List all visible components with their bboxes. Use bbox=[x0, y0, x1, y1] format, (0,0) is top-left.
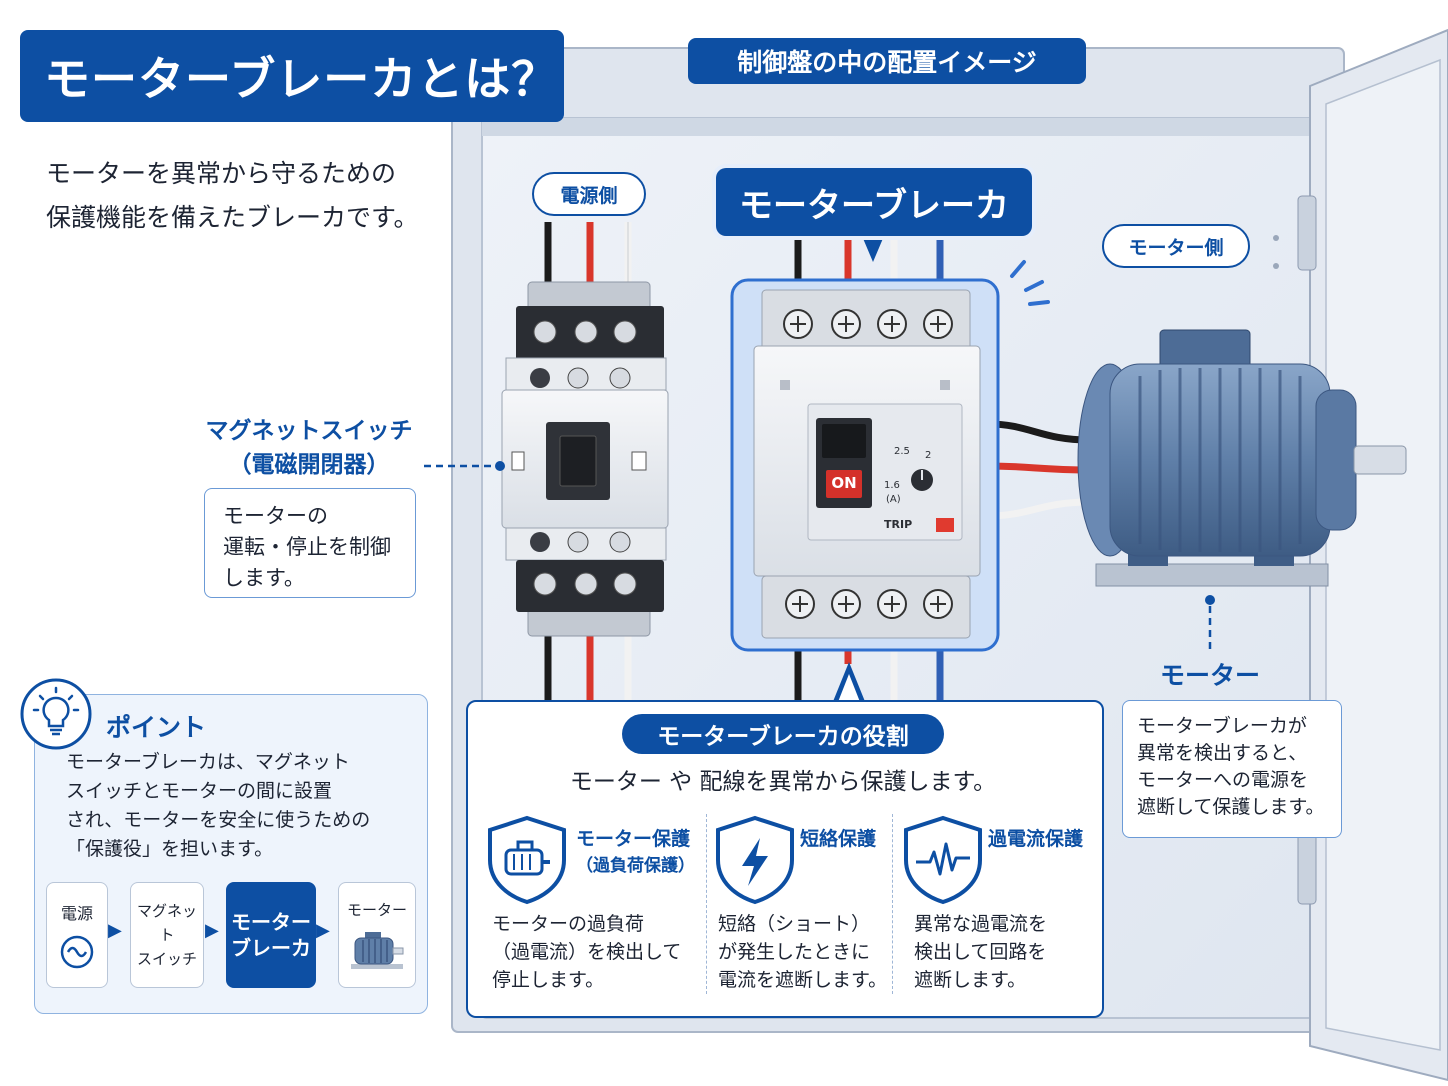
feature-divider bbox=[892, 814, 893, 994]
motor-icon bbox=[351, 931, 404, 969]
motor-breaker bbox=[730, 260, 1050, 652]
point-heading: ポイント bbox=[106, 713, 207, 742]
feature-title-line: 過電流保護 bbox=[988, 828, 1084, 850]
lightbulb-icon bbox=[20, 678, 92, 750]
note-line: モーターへの電源を bbox=[1137, 769, 1309, 791]
feature-desc-line: 検出して回路を bbox=[914, 941, 1047, 963]
flow-step-source: 電源 bbox=[46, 882, 108, 988]
point-text: モーターブレーカは、マグネット スイッチとモーターの間に設置 され、モーターを安… bbox=[66, 748, 416, 864]
feature-description: 短絡（ショート） が発生したときに 電流を遮断します。 bbox=[718, 910, 888, 994]
page-title: モーターブレーカとは？ bbox=[20, 30, 564, 122]
ac-source-icon bbox=[60, 935, 94, 969]
breaker-scale-label: 2 bbox=[925, 450, 932, 461]
note-line: します。 bbox=[223, 566, 305, 590]
breaker-scale-label: 1.6 bbox=[884, 480, 900, 491]
feature-desc-line: が発生したときに bbox=[718, 941, 871, 963]
flow-step-label: モーター bbox=[231, 910, 311, 934]
magnet-switch-note: モーターの 運転・停止を制御 します。 bbox=[204, 488, 416, 598]
lightning-shield-icon bbox=[716, 815, 794, 905]
feature-desc-line: モーターの過負荷 bbox=[492, 913, 645, 935]
flow-arrow-icon: ▶ bbox=[108, 920, 122, 941]
breaker-label: モーターブレーカ bbox=[716, 168, 1032, 236]
breaker-label-pointer bbox=[862, 236, 884, 262]
panel-tag: 制御盤の中の配置イメージ bbox=[688, 38, 1086, 84]
feature-description: モーターの過負荷 （過電流）を検出して 停止します。 bbox=[492, 910, 702, 994]
feature-divider bbox=[706, 814, 707, 994]
note-line: モーターの bbox=[223, 504, 328, 528]
flow-arrow-icon: ▶ bbox=[316, 920, 330, 941]
point-line: モーターブレーカは、マグネット bbox=[66, 751, 350, 773]
feature-description: 異常な過電流を 検出して回路を 遮断します。 bbox=[914, 910, 1084, 994]
breaker-on-label: ON bbox=[831, 474, 857, 492]
feature-title-line: 短絡保護 bbox=[800, 828, 877, 850]
magnet-switch-name: マグネットスイッチ （電磁開閉器） bbox=[196, 414, 422, 482]
lead-text: モーターを異常から守るための 保護機能を備えたブレーカです。 bbox=[46, 152, 466, 240]
magnet-switch-subtitle: （電磁開閉器） bbox=[228, 452, 390, 478]
point-line: スイッチとモーターの間に設置 bbox=[66, 780, 333, 802]
feature-desc-line: 遮断します。 bbox=[914, 969, 1027, 991]
breaker-scale-label: 2.5 bbox=[894, 446, 910, 457]
flow-step-motor-breaker: モーター ブレーカ bbox=[226, 882, 316, 988]
role-subtitle: モーター や 配線を異常から保護します。 bbox=[569, 769, 997, 795]
point-line: され、モーターを安全に使うための bbox=[66, 809, 371, 831]
flow-step-motor: モーター bbox=[338, 882, 416, 988]
feature-desc-line: 停止します。 bbox=[492, 969, 605, 991]
note-line: 異常を検出すると、 bbox=[1137, 742, 1308, 764]
magnet-switch-leader bbox=[424, 461, 505, 471]
lead-line: 保護機能を備えたブレーカです。 bbox=[46, 203, 419, 232]
magnet-switch-title: マグネットスイッチ bbox=[205, 418, 413, 444]
lead-line: モーターを異常から守るための bbox=[46, 159, 397, 188]
flow-step-magnet-switch: マグネット スイッチ bbox=[130, 882, 204, 988]
feature-title-line: （過負荷保護） bbox=[576, 856, 695, 876]
breaker-scale-label: (A) bbox=[886, 494, 901, 505]
flow-step-label: 電源 bbox=[60, 904, 93, 923]
feature-desc-line: 電流を遮断します。 bbox=[718, 969, 888, 991]
feature-title: モーター保護 （過負荷保護） bbox=[576, 826, 702, 880]
flow-step-label: モーター bbox=[346, 900, 407, 919]
note-line: モーターブレーカが bbox=[1137, 715, 1307, 737]
motor-shield-icon bbox=[488, 815, 566, 905]
pulse-shield-icon bbox=[904, 815, 982, 905]
motor-leader bbox=[1205, 595, 1215, 650]
note-line: 遮断して保護します。 bbox=[1137, 796, 1325, 818]
motor-illustration bbox=[1077, 329, 1407, 587]
motor-side-label: モーター側 bbox=[1102, 224, 1250, 268]
note-line: 運転・停止を制御 bbox=[223, 535, 391, 559]
feature-title: 過電流保護 bbox=[988, 826, 1096, 853]
motor-note: モーターブレーカが 異常を検出すると、 モーターへの電源を 遮断して保護します。 bbox=[1122, 700, 1342, 838]
flow-step-label: ブレーカ bbox=[231, 936, 311, 960]
feature-desc-line: 短絡（ショート） bbox=[718, 913, 871, 935]
feature-desc-line: （過電流）を検出して bbox=[492, 941, 682, 963]
role-heading: モーターブレーカの役割 bbox=[622, 714, 944, 754]
source-side-label: 電源側 bbox=[532, 172, 646, 216]
flow-step-label: マグネット bbox=[136, 902, 197, 944]
feature-desc-line: 異常な過電流を bbox=[914, 913, 1048, 935]
feature-title-line: モーター保護 bbox=[576, 828, 691, 850]
motor-name: モーター bbox=[1159, 661, 1260, 690]
breaker-trip-label: TRIP bbox=[884, 518, 913, 531]
point-line: 「保護役」を担います。 bbox=[66, 838, 274, 860]
feature-title: 短絡保護 bbox=[800, 826, 890, 853]
flow-arrow-icon: ▶ bbox=[205, 920, 219, 941]
magnet-switch bbox=[501, 281, 669, 637]
flow-step-label: スイッチ bbox=[136, 950, 197, 968]
